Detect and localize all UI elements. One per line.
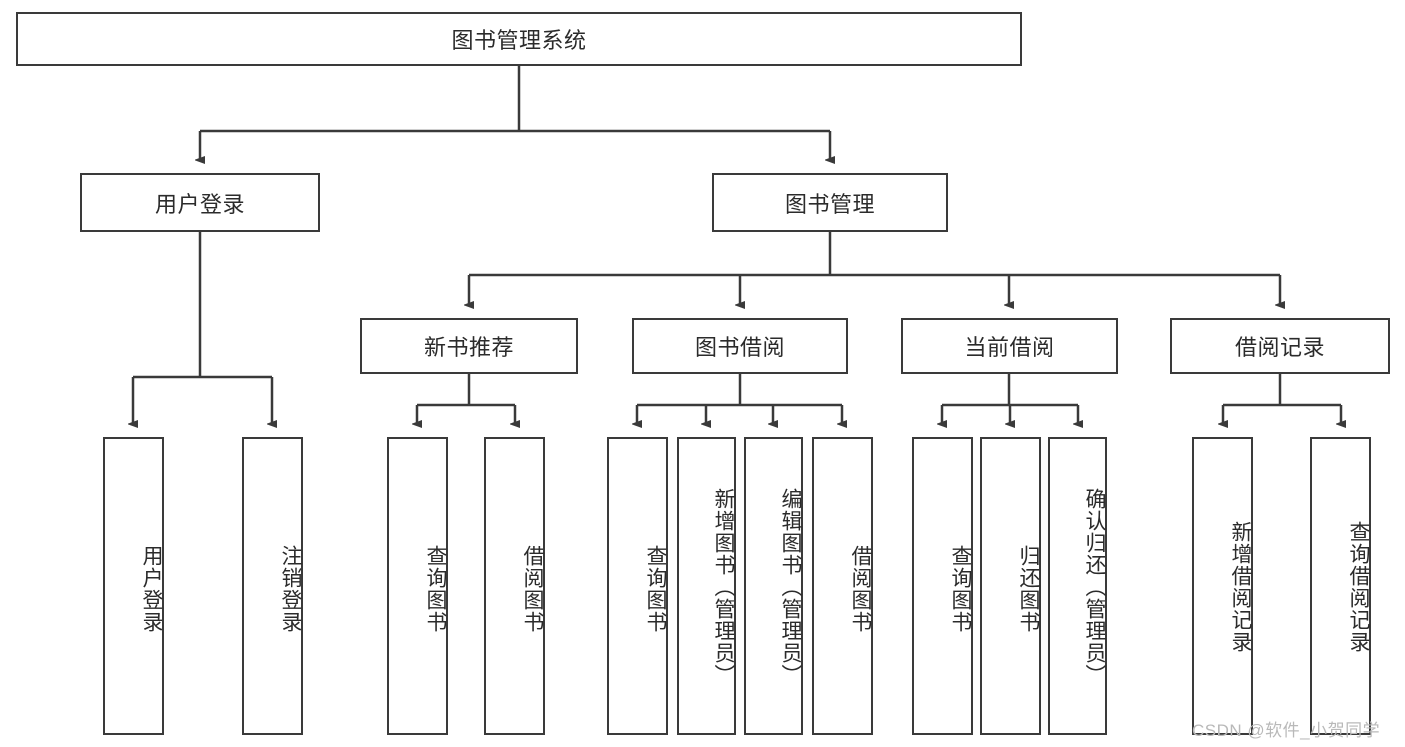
node-label: 确认归还（管理员） — [1083, 488, 1106, 686]
node-label: 查询借阅记录 — [1347, 521, 1370, 653]
node-label: 图书管理 — [784, 191, 875, 217]
node-label: 借阅记录 — [1234, 335, 1325, 360]
leaf-new-book-borrow[interactable]: 借阅图书 — [484, 437, 545, 735]
node-label: 当前借阅 — [964, 335, 1055, 360]
node-borrow-record[interactable]: 借阅记录 — [1170, 318, 1390, 374]
node-current-borrow[interactable]: 当前借阅 — [901, 318, 1118, 374]
node-label: 图书管理系统 — [451, 28, 587, 53]
node-label: 图书借阅 — [694, 335, 785, 360]
leaf-book-borrow-borrow[interactable]: 借阅图书 — [812, 437, 873, 735]
node-label: 查询图书 — [949, 545, 972, 633]
node-label: 新增借阅记录 — [1229, 521, 1252, 653]
node-book-borrow[interactable]: 图书借阅 — [632, 318, 848, 374]
leaf-borrow-record-query[interactable]: 查询借阅记录 — [1310, 437, 1371, 735]
leaf-borrow-record-add[interactable]: 新增借阅记录 — [1192, 437, 1253, 735]
node-label: 新书推荐 — [423, 335, 514, 360]
csdn-watermark: CSDN @软件_小贺同学 — [1192, 721, 1381, 740]
leaf-user-login-login[interactable]: 用户登录 — [103, 437, 164, 735]
node-label: 借阅图书 — [521, 545, 544, 633]
node-label: 用户登录 — [140, 545, 163, 633]
node-user-login[interactable]: 用户登录 — [80, 173, 320, 232]
node-label: 查询图书 — [644, 545, 667, 633]
node-new-book-recommend[interactable]: 新书推荐 — [360, 318, 578, 374]
leaf-user-login-logout[interactable]: 注销登录 — [242, 437, 303, 735]
node-label: 编辑图书（管理员） — [779, 488, 802, 686]
node-label: 查询图书 — [424, 545, 447, 633]
node-label: 借阅图书 — [849, 545, 872, 633]
node-label: 归还图书 — [1017, 545, 1040, 633]
leaf-current-borrow-return[interactable]: 归还图书 — [980, 437, 1041, 735]
node-label: 用户登录 — [154, 191, 245, 217]
node-root-system[interactable]: 图书管理系统 — [16, 12, 1022, 66]
leaf-book-borrow-add[interactable]: 新增图书（管理员） — [677, 437, 736, 735]
node-book-management[interactable]: 图书管理 — [712, 173, 948, 232]
node-label: 新增图书（管理员） — [712, 488, 735, 686]
leaf-book-borrow-edit[interactable]: 编辑图书（管理员） — [744, 437, 803, 735]
leaf-book-borrow-query[interactable]: 查询图书 — [607, 437, 668, 735]
leaf-new-book-query[interactable]: 查询图书 — [387, 437, 448, 735]
leaf-current-borrow-confirm-return[interactable]: 确认归还（管理员） — [1048, 437, 1107, 735]
node-label: 注销登录 — [279, 545, 302, 633]
leaf-current-borrow-query[interactable]: 查询图书 — [912, 437, 973, 735]
